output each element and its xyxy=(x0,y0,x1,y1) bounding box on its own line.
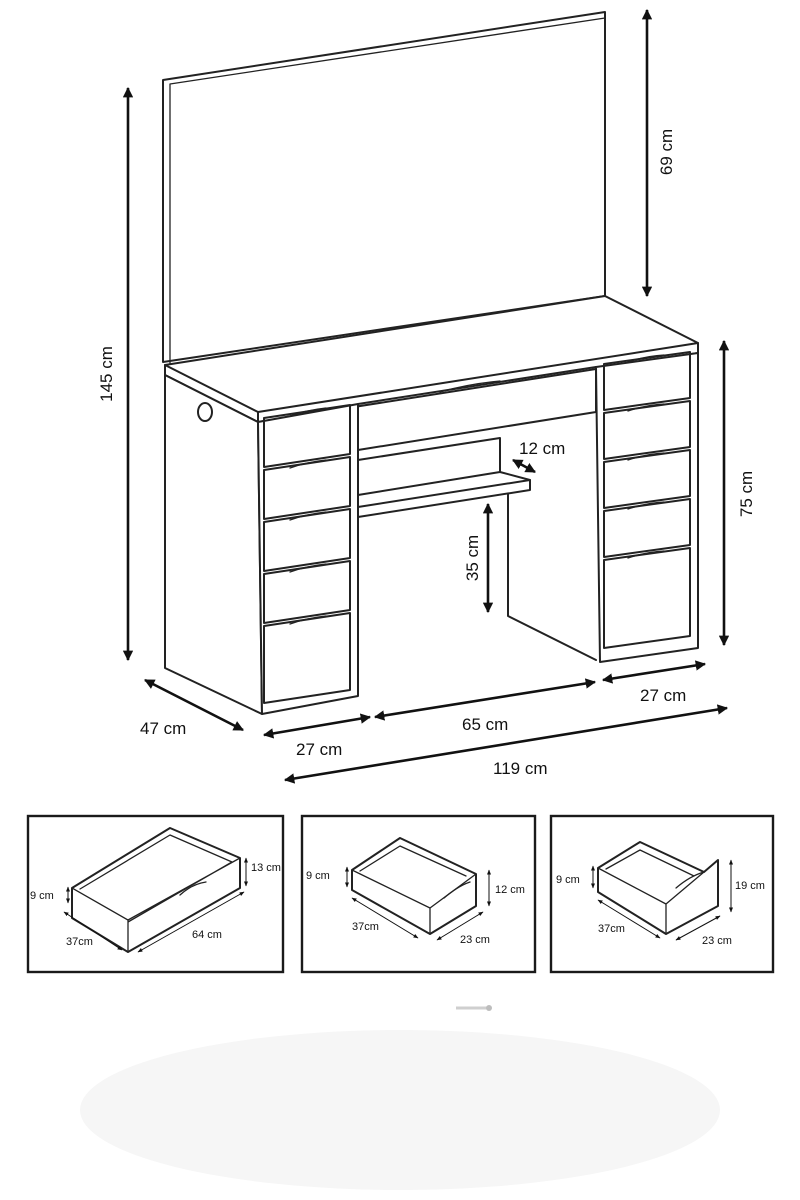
tall-drawer-width-label: 23 cm xyxy=(702,935,732,947)
right-cabinet-width-label: 27 cm xyxy=(640,686,686,705)
drawer-detail-small: 9 cm 12 cm 37cm 23 cm xyxy=(300,814,537,974)
depth-label: 47 cm xyxy=(140,719,186,738)
left-cabinet-width-label: 27 cm xyxy=(296,740,342,759)
small-drawer-width-label: 23 cm xyxy=(460,934,490,946)
faint-background xyxy=(80,1005,720,1190)
small-drawer-height-label: 9 cm xyxy=(306,870,330,882)
dimension-arrows xyxy=(122,8,730,784)
total-width-label: 119 cm xyxy=(493,759,548,778)
desk-height-label: 75 cm xyxy=(737,471,756,517)
mirror-height-label: 69 cm xyxy=(657,129,676,175)
long-drawer-front-label: 13 cm xyxy=(251,862,281,874)
long-drawer-width-label: 64 cm xyxy=(192,929,222,941)
right-drawers xyxy=(603,351,691,649)
small-drawer-depth-label: 37cm xyxy=(352,921,379,933)
long-drawer-height-label: 9 cm xyxy=(30,890,54,902)
shelf-depth-label: 12 cm xyxy=(519,439,565,458)
tall-drawer-depth-label: 37cm xyxy=(598,923,625,935)
vanity-desk xyxy=(162,11,699,715)
back-panel xyxy=(499,445,597,661)
long-drawer-depth-label: 37cm xyxy=(66,936,93,948)
shelf-clearance-label: 35 cm xyxy=(463,535,482,581)
right-drawer-cabinet xyxy=(595,352,699,663)
left-drawers xyxy=(263,404,351,704)
drawer-detail-long: 9 cm 13 cm 37cm 64 cm xyxy=(26,814,285,974)
middle-width-label: 65 cm xyxy=(462,715,508,734)
small-drawer-front-label: 12 cm xyxy=(495,884,525,896)
left-side-panel xyxy=(164,374,263,715)
left-drawer-cabinet xyxy=(257,403,359,715)
tall-drawer-height-label: 9 cm xyxy=(556,874,580,886)
tall-drawer-front-label: 19 cm xyxy=(735,880,765,892)
drawer-detail-tall: 9 cm 19 cm 37cm 23 cm xyxy=(549,814,775,974)
total-height-label: 145 cm xyxy=(97,346,116,402)
